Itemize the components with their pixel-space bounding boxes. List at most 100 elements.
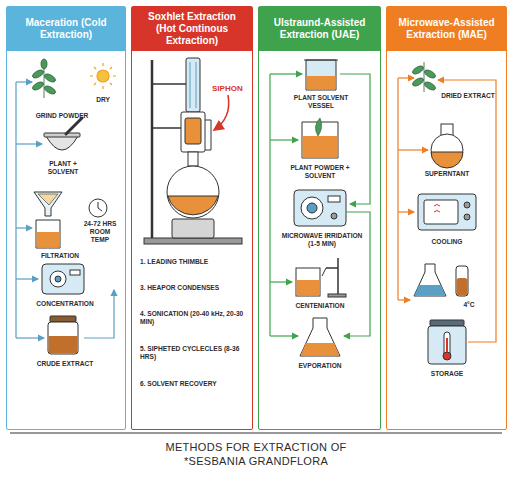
flow-arrows [398,78,496,342]
flow-arrows [270,74,370,336]
step-label: MICROWAVE IRRIDATION (1-5 MIN) [280,232,364,248]
storage-jar [446,338,448,352]
funnel-beaker [38,194,58,205]
soxhlet-apparatus [172,219,214,238]
plant-sprig [43,72,56,83]
flow-arrows [269,74,270,336]
rotary-evaporator [42,264,84,294]
flow-arrows [270,281,292,282]
step-label: GRIND POWDER [22,112,102,120]
step-label: SUPERNTANT [405,170,489,178]
funnel-beaker [34,192,62,248]
method-heading: Ulstraund-Assisted Extraction (UAE) [259,17,380,41]
header-band: Microwave-Assisted Extraction (MAE) [387,7,506,51]
sun-symbol [90,63,116,89]
solvent-vessel [306,60,336,90]
mortar-pestle [44,118,82,150]
ultrasonic-device [294,190,346,226]
soxhlet-apparatus [168,196,218,215]
step-label: FILTRATION [20,252,100,260]
storage-jar [443,352,451,360]
flow-arrows [398,149,428,150]
clock-icon [89,199,107,217]
storage-jar [430,320,464,326]
flow-arrows [397,78,398,300]
evaporation-flask [300,318,340,356]
step-label: 24-72 HRS ROOM TEMP [80,220,120,244]
microwave-oven [418,194,476,230]
step-label: 4°C [454,301,484,309]
flow-arrows [16,143,42,144]
flow-arrows [84,290,114,338]
flow-arrows [16,81,32,82]
storage-jar [428,326,466,364]
flow-arrows [340,74,370,204]
solvent-vessel [304,60,338,90]
centrifuge-setup [322,268,326,276]
ultrasonic-device [328,196,340,202]
soxhlet-apparatus [188,152,198,166]
cooling-flasks [414,264,468,296]
flow-arrows [270,139,298,140]
plant-sprig [31,80,44,91]
plant-sprig [31,59,56,98]
step-label: CRUDE EXTRACT [20,360,110,368]
ultrasonic-device [307,203,317,213]
flow-arrows [15,82,16,338]
method-heading: Microwave-Assisted Extraction (MAE) [387,17,506,41]
solvent-vessel [304,60,338,61]
method-panel: Soxhlet Extraction (Hot Continous Extrac… [131,6,253,430]
flow-arrows [344,212,370,336]
step-label: 4. SONICATION (20-40 kHz, 20-30 MIN) [140,310,246,326]
step-label: 6. SOLVENT RECOVERY [140,380,250,388]
siphon-arrow [214,95,229,130]
step-label: 3. HEAPOR CONDENSES [140,284,250,292]
crude-extract-jar [50,316,76,322]
flow-arrows [16,82,114,338]
flow-arrows [398,299,410,300]
flow-arrows [270,73,302,74]
method-heading: Maceration (Cold Extraction) [7,17,125,41]
plant-sprig [44,66,45,98]
siphon-arrow [214,95,229,130]
soxhlet-apparatus [152,127,182,129]
sun-symbol [97,70,109,82]
funnel-beaker [36,220,60,248]
microwave-oven [434,205,440,213]
rotary-evaporator [70,270,80,275]
diagram-title: METHODS FOR EXTRACTION OF *SESBANIA GRAN… [136,440,376,468]
flow-arrows [438,80,496,342]
mortar-pestle [46,136,78,150]
microwave-oven [464,214,470,220]
plant-sprig [31,68,44,79]
soxhlet-apparatus [205,120,211,150]
plant-sprig [43,84,56,95]
crude-extract-jar [48,316,78,354]
flow-arrows [16,278,38,279]
dried-plant [411,64,424,75]
cooling-flasks [415,285,446,296]
cooling-flasks [456,266,468,296]
cooling-flasks [457,278,468,296]
rotary-evaporator [55,276,61,282]
soxhlet-apparatus [151,60,154,238]
plant-powder-beaker [303,136,338,158]
soxhlet-apparatus [181,112,205,152]
cooling-flasks [414,264,446,296]
plant-sprig [41,59,47,69]
step-label: EVPORATION [275,362,365,370]
soxhlet-apparatus [167,166,219,218]
header-band: Soxhlet Extraction (Hot Continous Extrac… [132,7,252,51]
dried-plant [423,80,436,91]
dried-plant [423,68,436,79]
title-rule [10,433,502,434]
centrifuge-setup [297,280,320,296]
supernatant-flask [431,152,463,168]
flow-arrows [16,337,44,338]
step-label: CENTENIATION [275,302,365,310]
flow-arrows [270,335,298,336]
step-label: STORAGE [405,370,489,378]
method-heading: Soxhlet Extraction (Hot Continous Extrac… [132,11,252,47]
soxhlet-apparatus [190,62,196,108]
step-label: DRIED EXTRACT [440,92,496,100]
